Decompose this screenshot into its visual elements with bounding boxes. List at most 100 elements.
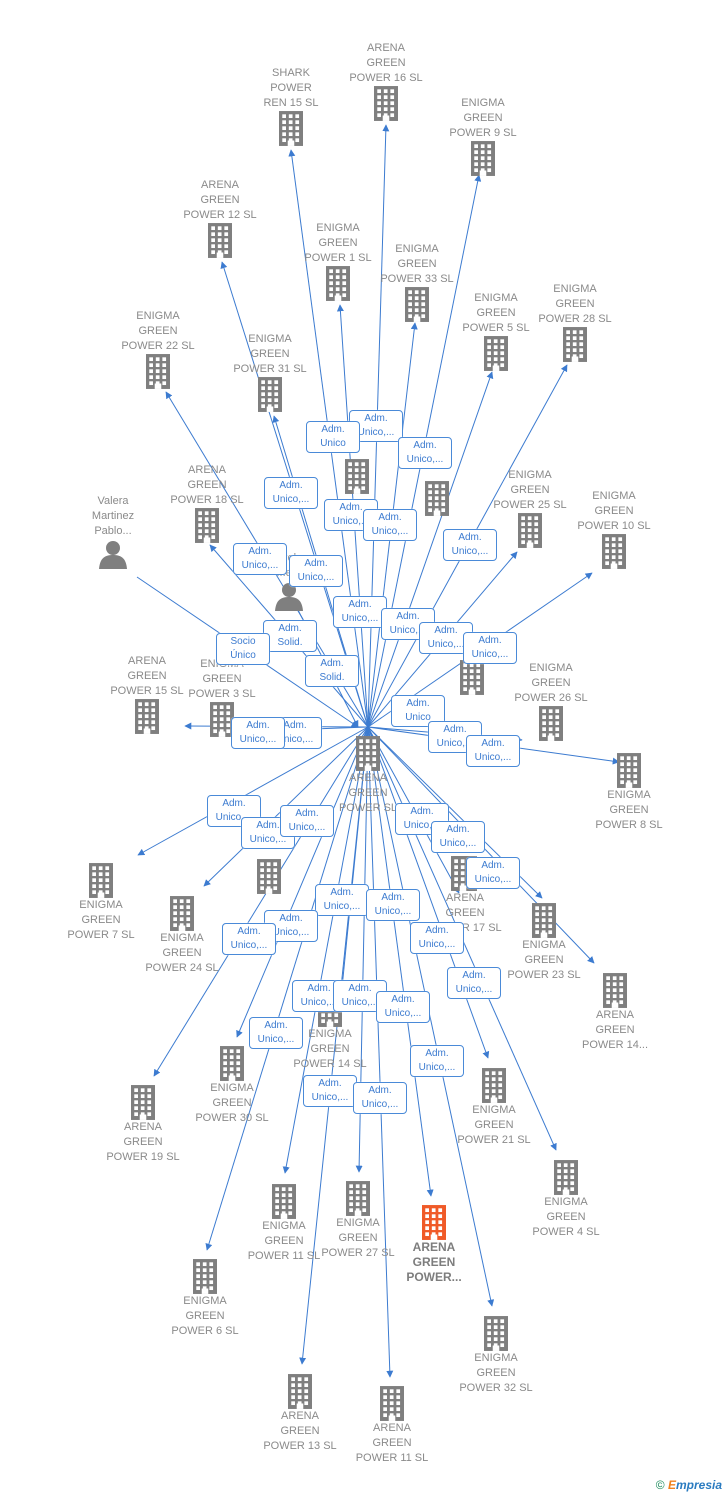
edge-31: [367, 726, 495, 1307]
company-node-29[interactable]: ARENA GREEN POWER...: [378, 1205, 490, 1285]
person-node-0[interactable]: Valera Martinez Pablo...: [57, 494, 169, 569]
company-node-25-label: ENIGMA GREEN POWER 21 SL: [457, 1104, 531, 1146]
role-badge-25[interactable]: Adm. Unico,...: [395, 803, 449, 835]
role-badge-39[interactable]: Adm. Unico,...: [303, 1075, 357, 1107]
role-badge-16[interactable]: Adm. Solid.: [305, 655, 359, 687]
company-node-30-label: ENIGMA GREEN POWER 6 SL: [171, 1295, 239, 1337]
company-node-17[interactable]: ENIGMA GREEN POWER 7 SL: [45, 863, 157, 943]
company-node-10[interactable]: ARENA GREEN POWER 18 SL: [151, 463, 263, 543]
building-icon: [440, 336, 552, 371]
company-node-2-label: ENIGMA GREEN POWER 9 SL: [449, 97, 517, 139]
role-badge-6[interactable]: Adm. Unico,...: [443, 529, 497, 561]
company-node-8-label: ENIGMA GREEN POWER 22 SL: [121, 310, 195, 352]
copyright-symbol: ©: [655, 1478, 665, 1492]
role-badge-38[interactable]: Adm. Unico,...: [410, 1045, 464, 1077]
company-node-25[interactable]: ENIGMA GREEN POWER 21 SL: [438, 1068, 550, 1148]
company-node-10-label: ARENA GREEN POWER 18 SL: [170, 464, 244, 506]
building-icon: [474, 513, 586, 548]
person-node-0-label: Valera Martinez Pablo...: [91, 495, 135, 537]
company-node-22[interactable]: ENIGMA GREEN POWER 30 SL: [176, 1046, 288, 1126]
company-node-15[interactable]: ENIGMA GREEN POWER 26 SL: [495, 661, 607, 741]
role-badge-2[interactable]: Adm. Unico,...: [398, 437, 452, 469]
building-icon: [336, 1386, 448, 1421]
company-node-3[interactable]: ARENA GREEN POWER 12 SL: [164, 178, 276, 258]
role-badge-3[interactable]: Adm. Unico,...: [264, 477, 318, 509]
company-node-extra-1[interactable]: [381, 481, 493, 516]
building-icon: [573, 753, 685, 788]
company-node-31-label: ENIGMA GREEN POWER 32 SL: [459, 1352, 533, 1394]
role-badge-12[interactable]: Adm. Unico,...: [463, 632, 517, 664]
role-badge-8[interactable]: Adm. Unico,...: [289, 555, 343, 587]
company-node-20[interactable]: ENIGMA GREEN POWER 23 SL: [488, 903, 600, 983]
company-node-26-label: ENIGMA GREEN POWER 4 SL: [532, 1196, 600, 1238]
company-node-extra-0[interactable]: [301, 459, 413, 494]
company-node-5-label: ENIGMA GREEN POWER 33 SL: [380, 243, 454, 285]
company-node-2[interactable]: ENIGMA GREEN POWER 9 SL: [427, 96, 539, 176]
role-badge-9[interactable]: Adm. Unico,...: [333, 596, 387, 628]
role-badge-1[interactable]: Adm. Unico: [306, 421, 360, 453]
company-node-13[interactable]: ARENA GREEN POWER 15 SL: [91, 654, 203, 734]
center-company[interactable]: ARENA GREEN POWER SL: [312, 736, 424, 816]
role-badge-40[interactable]: Adm. Unico,...: [353, 1082, 407, 1114]
company-node-12[interactable]: ENIGMA GREEN POWER 10 SL: [558, 489, 670, 569]
role-badge-15[interactable]: Socio Único: [216, 633, 270, 665]
company-node-21[interactable]: ARENA GREEN POWER 14...: [559, 973, 671, 1053]
company-node-8[interactable]: ENIGMA GREEN POWER 22 SL: [102, 309, 214, 389]
role-badge-41[interactable]: Adm. Unico,...: [222, 923, 276, 955]
role-badge-5[interactable]: Adm. Unico,...: [363, 509, 417, 541]
company-node-16[interactable]: ENIGMA GREEN POWER 8 SL: [573, 753, 685, 833]
company-node-24-label: ENIGMA GREEN POWER 14 SL: [293, 1028, 367, 1070]
company-node-22-label: ENIGMA GREEN POWER 30 SL: [195, 1082, 269, 1124]
company-node-6[interactable]: ENIGMA GREEN POWER 5 SL: [440, 291, 552, 371]
role-badge-32[interactable]: Adm. Unico,...: [410, 922, 464, 954]
building-icon: [378, 1205, 490, 1240]
role-badge-28[interactable]: Adm. Unico,...: [315, 884, 369, 916]
company-node-5[interactable]: ENIGMA GREEN POWER 33 SL: [361, 242, 473, 322]
role-badge-29[interactable]: Adm. Unico,...: [366, 889, 420, 921]
role-badge-33[interactable]: Adm. Unico,...: [447, 967, 501, 999]
role-badge-21[interactable]: Adm. Unico,...: [231, 717, 285, 749]
edge-27: [282, 726, 369, 1174]
company-node-23[interactable]: ARENA GREEN POWER 19 SL: [87, 1085, 199, 1165]
company-node-9[interactable]: ENIGMA GREEN POWER 31 SL: [214, 332, 326, 412]
company-node-26[interactable]: ENIGMA GREEN POWER 4 SL: [510, 1160, 622, 1240]
role-badge-14[interactable]: Adm. Solid.: [263, 620, 317, 652]
edge-17: [137, 726, 369, 856]
company-node-16-label: ENIGMA GREEN POWER 8 SL: [595, 789, 663, 831]
company-node-27[interactable]: ENIGMA GREEN POWER 11 SL: [228, 1184, 340, 1264]
role-badge-18[interactable]: Adm. Unico,...: [428, 721, 482, 753]
company-node-32[interactable]: ARENA GREEN POWER 13 SL: [244, 1374, 356, 1454]
role-badge-26[interactable]: Adm. Unico,...: [431, 821, 485, 853]
company-node-27-label: ENIGMA GREEN POWER 11 SL: [247, 1220, 321, 1262]
building-icon: [510, 1160, 622, 1195]
role-badge-7[interactable]: Adm. Unico,...: [233, 543, 287, 575]
company-node-28[interactable]: ENIGMA GREEN POWER 27 SL: [302, 1181, 414, 1261]
company-node-33[interactable]: ARENA GREEN POWER 11 SL: [336, 1386, 448, 1466]
company-node-extra-2[interactable]: [416, 660, 528, 695]
company-node-0[interactable]: ARENA GREEN POWER 16 SL: [330, 41, 442, 121]
company-node-15-label: ENIGMA GREEN POWER 26 SL: [514, 662, 588, 704]
role-badge-27[interactable]: Adm. Unico,...: [466, 857, 520, 889]
edge-30: [205, 726, 369, 1251]
company-node-18[interactable]: ENIGMA GREEN POWER 24 SL: [126, 896, 238, 976]
edge-23: [153, 726, 369, 1077]
role-badge-19[interactable]: Adm. Unico,...: [466, 735, 520, 767]
company-node-30[interactable]: ENIGMA GREEN POWER 6 SL: [149, 1259, 261, 1339]
footer-brand[interactable]: © Empresia: [656, 1478, 722, 1492]
company-node-31[interactable]: ENIGMA GREEN POWER 32 SL: [440, 1316, 552, 1396]
company-node-7[interactable]: ENIGMA GREEN POWER 28 SL: [519, 282, 631, 362]
company-node-4[interactable]: ENIGMA GREEN POWER 1 SL: [282, 221, 394, 301]
role-badge-36[interactable]: Adm. Unico,...: [376, 991, 430, 1023]
company-node-11[interactable]: ENIGMA GREEN POWER 25 SL: [474, 468, 586, 548]
company-node-extra-3[interactable]: [213, 859, 325, 894]
company-node-1[interactable]: SHARK POWER REN 15 SL: [235, 66, 347, 146]
company-node-18-label: ENIGMA GREEN POWER 24 SL: [145, 932, 219, 974]
building-icon: [282, 266, 394, 301]
edge-6: [367, 371, 494, 728]
role-badge-24[interactable]: Adm. Unico,...: [280, 805, 334, 837]
role-badge-37[interactable]: Adm. Unico,...: [249, 1017, 303, 1049]
building-icon: [45, 863, 157, 898]
company-node-20-label: ENIGMA GREEN POWER 23 SL: [507, 939, 581, 981]
building-icon: [244, 1374, 356, 1409]
building-icon: [102, 354, 214, 389]
